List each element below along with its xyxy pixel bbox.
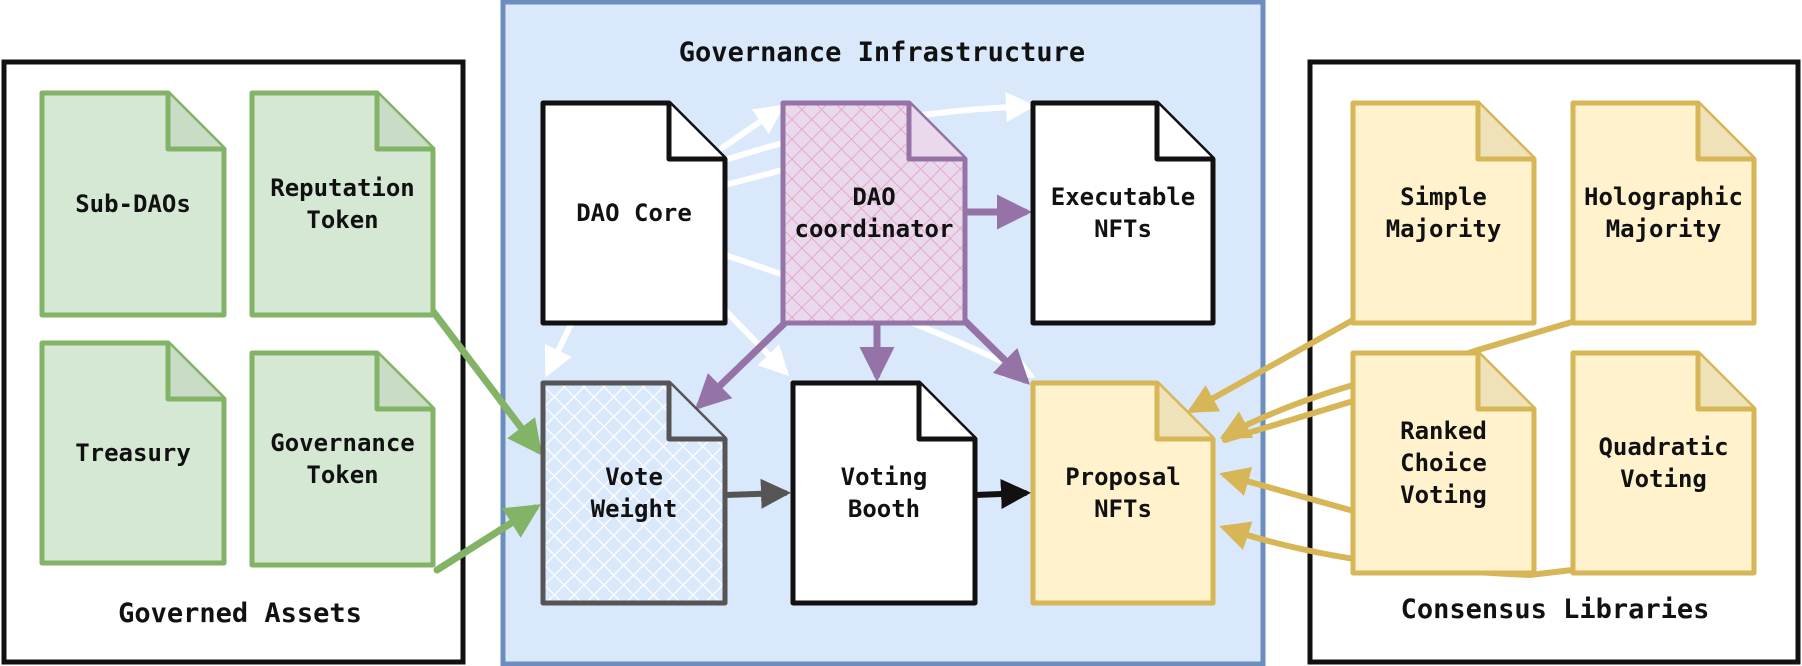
arrow-simple-majority-to-proposal: [1186, 317, 1356, 413]
doc-fold-corner: [1695, 353, 1754, 412]
doc-fold-corner: [374, 93, 433, 152]
doc-label-line: NFTs: [1094, 215, 1152, 243]
doc-label-line: Treasury: [75, 439, 191, 467]
doc-treasury: Treasury: [39, 340, 227, 566]
doc-fold-corner: [916, 383, 975, 442]
doc-sub-daos: Sub-DAOs: [39, 90, 227, 318]
doc-fold-corner: [1154, 103, 1213, 162]
doc-label-line: Vote: [605, 463, 663, 491]
doc-label-line: NFTs: [1094, 495, 1152, 523]
arrow-daocore-to-executable-2: [722, 165, 793, 188]
section-title-governance-infrastructure: Governance Infrastructure: [679, 37, 1085, 68]
doc-fold-corner: [1695, 103, 1754, 162]
arrow-coordinator-to-voteweight: [694, 314, 794, 410]
doc-fold-corner: [666, 383, 725, 442]
arrow-voteweight-to-votingbooth: [722, 478, 791, 509]
doc-label-line: Voting: [1400, 481, 1487, 509]
doc-fold-corner: [165, 343, 224, 402]
arrow-daocore-to-voteweight: [544, 319, 575, 378]
doc-label-line: Governance: [270, 429, 415, 457]
doc-fold-corner: [666, 103, 725, 162]
arrow-reputation-to-voteweight: [428, 306, 543, 456]
doc-label-line: Voting: [841, 463, 928, 491]
doc-label-line: Token: [306, 206, 378, 234]
doc-label-line: Executable: [1051, 183, 1196, 211]
doc-label-line: Voting: [1620, 465, 1707, 493]
section-title-consensus-libraries: Consensus Libraries: [1401, 594, 1710, 625]
arrow-coordinator-to-proposal: [958, 314, 1030, 385]
doc-label-line: coordinator: [795, 215, 954, 243]
doc-label-line: Proposal: [1065, 463, 1181, 491]
doc-label-line: DAO: [852, 183, 895, 211]
arrow-ranked-choice-to-proposal-a: [1222, 399, 1353, 443]
doc-label-line: Ranked: [1400, 417, 1487, 445]
doc-label-line: Weight: [591, 495, 678, 523]
section-title-governed-assets: Governed Assets: [118, 598, 362, 629]
arrow-votingbooth-to-proposal: [972, 478, 1031, 509]
doc-fold-corner: [1475, 353, 1534, 412]
doc-label-line: Reputation: [270, 174, 415, 202]
doc-label-line: Majority: [1386, 215, 1502, 243]
doc-fold-corner: [906, 103, 965, 162]
doc-fold-corner: [1475, 103, 1534, 162]
doc-label-line: Choice: [1400, 449, 1487, 477]
arrow-governance-token-to-voteweight: [433, 504, 541, 574]
doc-label-line: Booth: [848, 495, 920, 523]
doc-label-line: Majority: [1606, 215, 1722, 243]
doc-fold-corner: [374, 353, 433, 412]
doc-fold-corner: [165, 93, 224, 152]
doc-label-line: Holographic: [1584, 183, 1743, 211]
doc-label-line: Simple: [1400, 183, 1487, 211]
arrow-daocore-to-coordinator: [719, 104, 785, 151]
doc-label-line: DAO Core: [576, 199, 692, 227]
doc-dao-core: DAO Core: [540, 100, 728, 326]
doc-label-line: Quadratic: [1598, 433, 1728, 461]
doc-label-line: Sub-DAOs: [75, 190, 191, 218]
arrow-ranked-choice-to-proposal-b: [1219, 467, 1353, 513]
doc-dao-coordinator: DAO coordinator: [780, 100, 968, 326]
doc-fold-corner: [1154, 383, 1213, 442]
doc-label-line: Token: [306, 461, 378, 489]
arrow-daocore-to-votingbooth: [722, 307, 790, 377]
